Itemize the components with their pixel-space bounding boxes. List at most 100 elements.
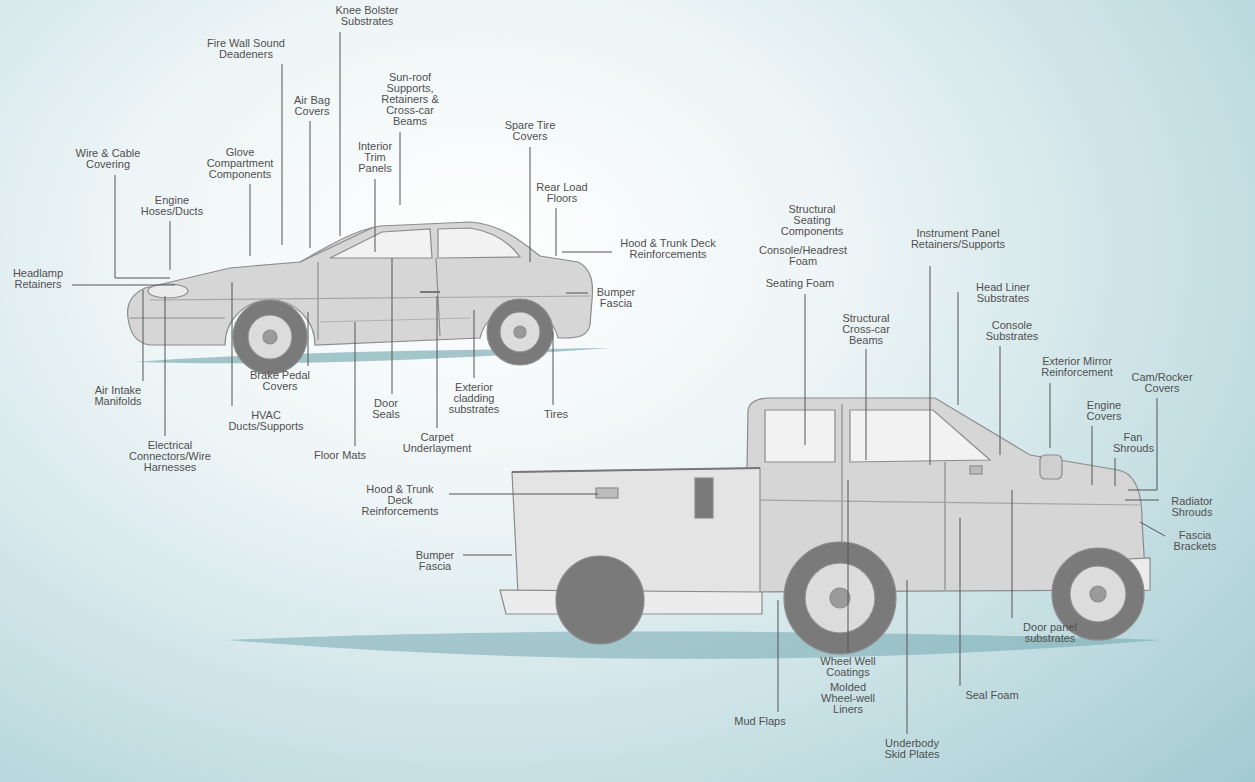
drawing-part	[566, 293, 588, 294]
drawing-part	[805, 294, 806, 445]
part-label: Seating Foam	[760, 278, 840, 289]
part-label: Molded Wheel-well Liners	[815, 682, 881, 715]
drawing-part	[72, 285, 175, 286]
part-label: Instrument Panel Retainers/Supports	[906, 228, 1010, 250]
part-label: Radiator Shrouds	[1162, 496, 1222, 518]
part-label: Hood & Trunk Deck Reinforcements	[615, 238, 721, 260]
drawing-part	[228, 632, 1160, 659]
drawing-part	[148, 284, 188, 298]
drawing-part	[330, 229, 432, 258]
drawing-part	[438, 228, 520, 258]
drawing-part	[970, 466, 982, 474]
drawing-part	[248, 315, 292, 359]
drawing-part	[805, 563, 875, 633]
part-label: Exterior Mirror Reinforcement	[1035, 356, 1119, 378]
drawing-part	[300, 228, 372, 262]
part-label: Hood & Trunk Deck Reinforcements	[355, 484, 445, 517]
part-label: Head Liner Substrates	[970, 282, 1036, 304]
part-label: HVAC Ducts/Supports	[226, 410, 306, 432]
drawing-part	[232, 282, 233, 406]
drawing-part	[1050, 383, 1051, 448]
drawing-part	[1090, 586, 1106, 602]
drawing-part	[437, 296, 438, 428]
part-label: Engine Covers	[1082, 400, 1126, 422]
drawing-part	[263, 330, 277, 344]
part-label: Headlamp Retainers	[8, 268, 68, 290]
part-label: Fan Shrouds	[1113, 432, 1153, 454]
part-label: Fire Wall Sound Deadeners	[204, 38, 288, 60]
part-label: Glove Compartment Components	[202, 147, 278, 180]
drawing-part	[392, 258, 393, 394]
drawing-part	[115, 175, 170, 278]
drawing-part	[400, 132, 401, 205]
drawing-part	[695, 478, 713, 518]
drawing-part	[553, 332, 554, 405]
part-label: Underbody Skid Plates	[879, 738, 945, 760]
part-label: Spare Tire Covers	[498, 120, 562, 142]
part-label: Structural Cross-car Beams	[835, 313, 897, 346]
part-label: Air Intake Manifolds	[85, 385, 151, 407]
part-label: Exterior cladding substrates	[442, 382, 506, 415]
part-label: Sun-roof Supports, Retainers & Cross-car…	[379, 72, 441, 127]
drawing-part	[1092, 426, 1093, 485]
part-label: Air Bag Covers	[288, 95, 336, 117]
part-label: Mud Flaps	[725, 716, 795, 727]
part-label: Console/Headrest Foam	[753, 245, 853, 267]
drawing-part	[500, 312, 540, 352]
part-label: Interior Trim Panels	[352, 141, 398, 174]
drawing-part	[250, 184, 251, 256]
drawing-part	[233, 300, 307, 374]
drawing-part	[596, 488, 618, 498]
drawing-part	[778, 600, 779, 712]
drawing-part	[355, 322, 356, 446]
drawing-part	[375, 179, 376, 252]
drawing-part	[850, 410, 990, 462]
drawing-part	[449, 494, 598, 495]
drawing-part	[960, 518, 961, 686]
part-label: Knee Bolster Substrates	[332, 5, 402, 27]
drawing-part	[340, 32, 341, 236]
pickup-drawing	[500, 398, 1150, 654]
part-label: Console Substrates	[981, 320, 1043, 342]
drawing-part	[320, 318, 470, 322]
drawing-part	[128, 222, 593, 345]
drawing-part	[866, 349, 867, 460]
drawing-part	[512, 468, 760, 472]
drawing-part	[830, 588, 850, 608]
drawing-part	[487, 299, 553, 365]
drawing-part	[1040, 455, 1062, 479]
part-label: Bumper Fascia	[410, 550, 460, 572]
drawing-part	[170, 221, 171, 270]
part-label: Engine Hoses/Ducts	[139, 195, 205, 217]
leader-lines	[72, 32, 1165, 734]
part-label: Seal Foam	[957, 690, 1027, 701]
part-label: Wheel Well Coatings	[813, 656, 883, 678]
drawing-part	[760, 500, 1140, 505]
drawing-part	[165, 296, 166, 436]
drawing-part	[784, 542, 896, 654]
drawing-part	[282, 64, 283, 245]
drawing-part	[1125, 500, 1159, 501]
sedan-drawing	[128, 222, 593, 374]
drawing-part	[907, 580, 908, 734]
drawing-part	[130, 317, 225, 318]
drawing-part	[474, 310, 475, 378]
drawing-part	[958, 292, 959, 405]
part-label: Cam/Rocker Covers	[1122, 372, 1202, 394]
drawing-part	[318, 258, 440, 340]
drawing-part	[930, 266, 931, 465]
drawing-part	[308, 312, 309, 366]
drawing-part	[556, 208, 557, 256]
part-label: Brake Pedal Covers	[248, 370, 312, 392]
part-label: Electrical Connectors/Wire Harnesses	[127, 440, 213, 473]
drawing-part	[556, 556, 644, 644]
drawing-part	[143, 290, 144, 381]
drawing-part	[1070, 566, 1126, 622]
part-label: Bumper Fascia	[591, 287, 641, 309]
drawing-part	[1115, 458, 1116, 486]
drawing-part	[1140, 522, 1165, 536]
part-label: Door Seals	[368, 398, 404, 420]
